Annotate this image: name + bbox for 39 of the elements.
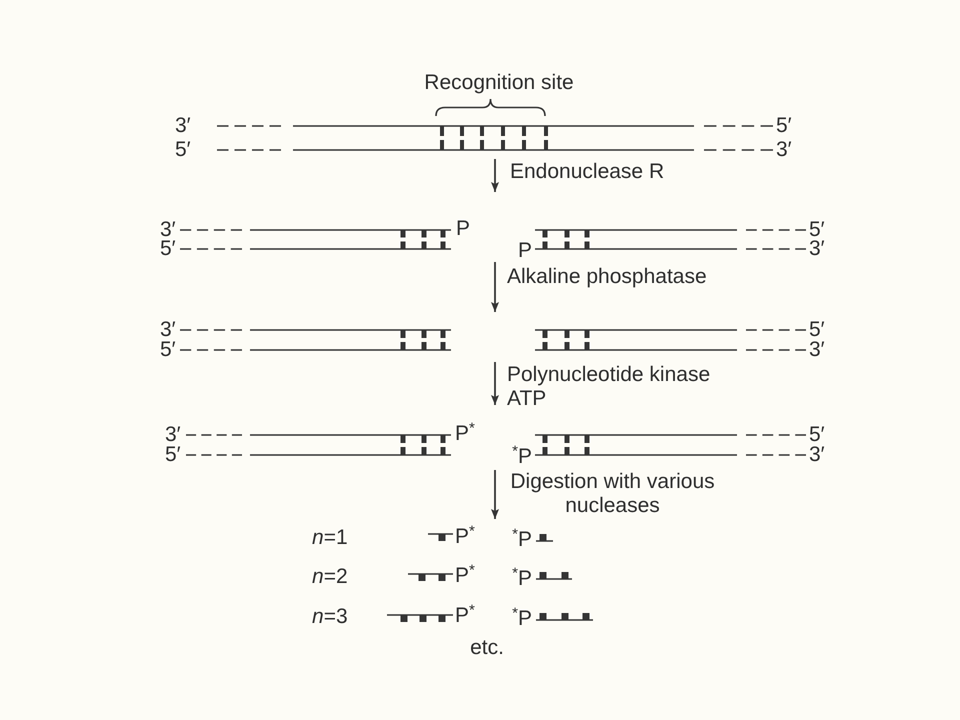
strand-end-label: 5′ bbox=[175, 141, 191, 159]
fragment-length-label: n=3 bbox=[312, 605, 348, 629]
phosphate-label: $^{*}$P bbox=[512, 528, 532, 552]
strand-end-label: 5′ bbox=[165, 446, 181, 464]
strand-end-label: 3′ bbox=[776, 141, 792, 159]
step-label: Polynucleotide kinase ATP bbox=[507, 363, 712, 411]
strand-end-label: 3′ bbox=[165, 426, 181, 444]
strand-end-label: 3′ bbox=[160, 321, 176, 339]
phosphate-label: $^{*}$P bbox=[512, 445, 532, 469]
step-label: Endonuclease R bbox=[510, 160, 666, 184]
step-label: Alkaline phosphatase bbox=[507, 265, 708, 289]
phosphate-label: $^{*}$P bbox=[512, 567, 532, 591]
arrow bbox=[491, 262, 499, 312]
strand-end-label: 5′ bbox=[809, 221, 825, 239]
strand-end-label: 5′ bbox=[809, 426, 825, 444]
strand-end-label: 3′ bbox=[175, 117, 191, 135]
phosphate-label: P$^{*}$ bbox=[455, 422, 475, 446]
strand-end-label: 3′ bbox=[809, 341, 825, 359]
strand-end-label: 3′ bbox=[809, 240, 825, 258]
phosphate-label: P bbox=[518, 239, 532, 263]
fragment-length-label: n=2 bbox=[312, 565, 348, 589]
phosphate-label: P bbox=[456, 217, 470, 241]
continuation-note: etc. bbox=[470, 636, 504, 660]
phosphate-label: $^{*}$P bbox=[512, 607, 532, 631]
fragment-length-label: n=1 bbox=[312, 526, 348, 550]
strand-end-label: 5′ bbox=[776, 117, 792, 135]
site-label: Recognition site bbox=[424, 71, 574, 95]
phosphate-label: P$^{*}$ bbox=[455, 604, 475, 628]
arrow bbox=[491, 362, 499, 405]
phosphate-label: P$^{*}$ bbox=[455, 525, 475, 549]
strand-end-label: 3′ bbox=[809, 446, 825, 464]
arrow bbox=[491, 470, 499, 519]
strand-end-label: 5′ bbox=[809, 321, 825, 339]
phosphate-label: P$^{*}$ bbox=[455, 564, 475, 588]
strand-end-label: 3′ bbox=[160, 221, 176, 239]
strand-end-label: 5′ bbox=[160, 341, 176, 359]
strand-end-label: 5′ bbox=[160, 240, 176, 258]
step-label: Digestion with various nucleases bbox=[509, 470, 716, 518]
arrow bbox=[491, 159, 499, 192]
